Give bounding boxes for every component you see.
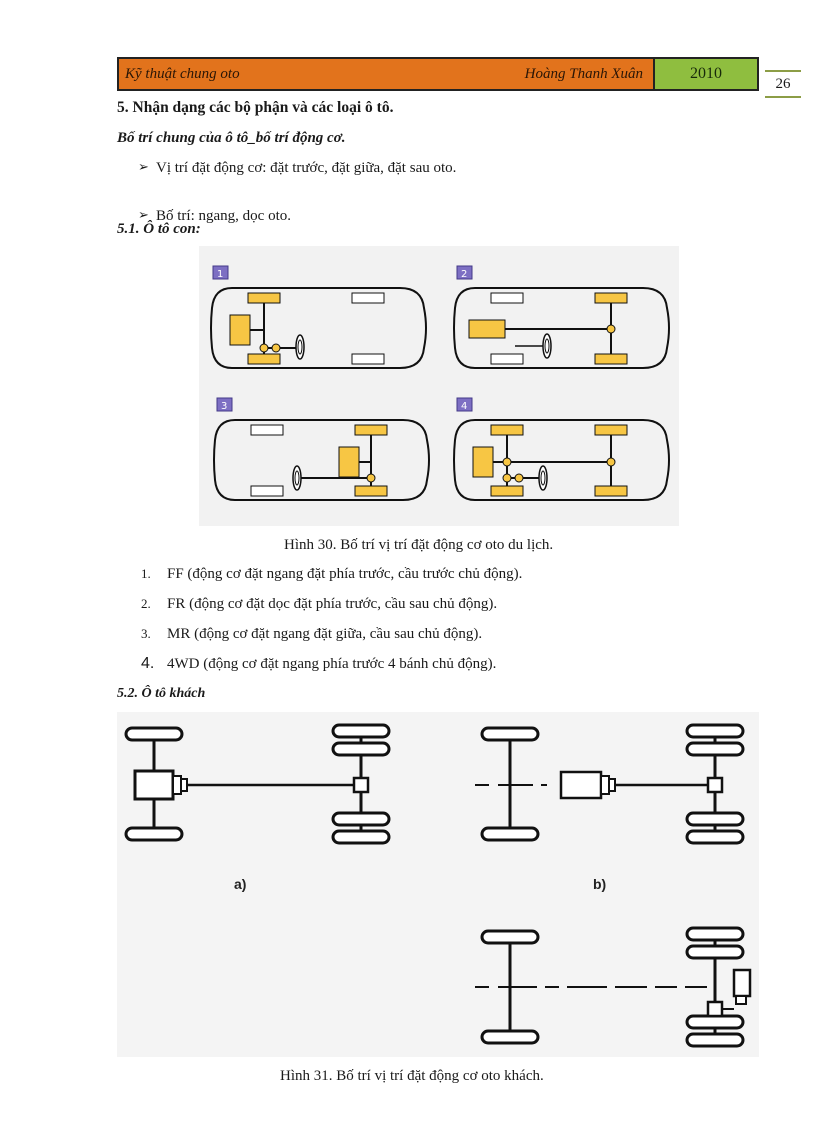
wheel (594, 424, 628, 436)
header-course: Kỹ thuật chung oto (125, 65, 240, 82)
bus-layout-c (475, 926, 752, 1048)
section-subtitle: Bố trí chung của ô tô_bố trí động cơ. (117, 130, 346, 146)
page-number: 26 (765, 70, 801, 98)
label-a: a) (234, 876, 246, 892)
section-title: 5. Nhận dạng các bộ phận và các loại ô t… (117, 99, 394, 116)
car-section-heading: 5.1. Ô tô con: (117, 221, 201, 237)
bus-section-heading: 5.2. Ô tô khách (117, 686, 206, 701)
wheel (354, 424, 388, 436)
bus-layout-a: a) (124, 723, 391, 892)
wheel (354, 485, 388, 497)
list-text: FF (động cơ đặt ngang đặt phía trước, cầ… (167, 566, 523, 582)
list-text: FR (động cơ đặt dọc đặt phía trước, cầu … (167, 596, 498, 612)
list-number: 1. (141, 566, 151, 581)
engine-block (133, 769, 175, 801)
wheel (594, 292, 628, 304)
figure-bus-layouts: a) b) (117, 712, 759, 1057)
panel-label-box (456, 265, 473, 280)
engine-block (468, 319, 506, 339)
wheel (490, 353, 524, 365)
engine-block (338, 446, 360, 478)
engine-block (732, 968, 752, 998)
figure-30-caption: Hình 30. Bố trí vị trí đặt động cơ oto d… (284, 537, 554, 553)
figure-31-caption: Hình 31. Bố trí vị trí đặt động cơ oto k… (280, 1068, 544, 1084)
header-author: Hoàng Thanh Xuân (524, 65, 643, 82)
list-text: 4WD (động cơ đặt ngang phía trước 4 bánh… (167, 656, 497, 672)
list-item: 3. MR (động cơ đặt ngang đặt giữa, cầu sa… (141, 626, 482, 643)
wheel (490, 292, 524, 304)
list-number: 4. (141, 655, 155, 672)
bullet-item: Vị trí đặt động cơ: đặt trước, đặt giữa,… (138, 160, 816, 177)
car-mr-diagram (213, 419, 430, 501)
bullet-item: Bố trí: ngang, dọc oto. (138, 208, 816, 225)
wheel (351, 292, 385, 304)
list-item: 2. FR (động cơ đặt dọc đặt phía trước, cầ… (141, 596, 497, 613)
page-header: Kỹ thuật chung oto Hoàng Thanh Xuân 2010 (117, 57, 759, 91)
wheel (490, 424, 524, 436)
panel-label: 1 (217, 269, 223, 280)
car-ff-diagram (210, 287, 427, 369)
panel-label-box (212, 265, 229, 280)
header-year: 2010 (653, 59, 757, 89)
wheel (594, 485, 628, 497)
panel-label-box (456, 397, 473, 412)
engine-block (472, 446, 494, 478)
car-4wd-diagram (453, 419, 670, 501)
wheel (594, 353, 628, 365)
list-text: MR (động cơ đặt ngang đặt giữa, cầu sau … (167, 626, 483, 642)
wheel (351, 353, 385, 365)
bus-layout-b: b) (475, 723, 745, 892)
car-layout-diagram: 1 2 (210, 265, 670, 501)
panel-label: 4 (461, 401, 467, 412)
wheel (250, 485, 284, 497)
panel-label-box (216, 397, 233, 412)
list-number: 3. (141, 626, 151, 641)
list-item: 4. 4WD (động cơ đặt ngang phía trước 4 bá… (141, 655, 496, 673)
wheel (490, 485, 524, 497)
panel-label: 3 (221, 401, 227, 412)
wheel (247, 292, 281, 304)
figure-car-layouts: 1 2 (199, 246, 679, 526)
engine-block (229, 314, 251, 346)
car-fr-diagram (453, 287, 670, 369)
header-left: Kỹ thuật chung oto Hoàng Thanh Xuân (119, 59, 653, 89)
wheel (247, 353, 281, 365)
list-item: 1. FF (động cơ đặt ngang đặt phía trước, … (141, 566, 522, 583)
wheel (250, 424, 284, 436)
engine-block (559, 770, 603, 800)
label-b: b) (593, 876, 606, 892)
bus-layout-diagram: a) b) (124, 723, 752, 1048)
list-number: 2. (141, 596, 151, 611)
panel-label: 2 (461, 269, 467, 280)
